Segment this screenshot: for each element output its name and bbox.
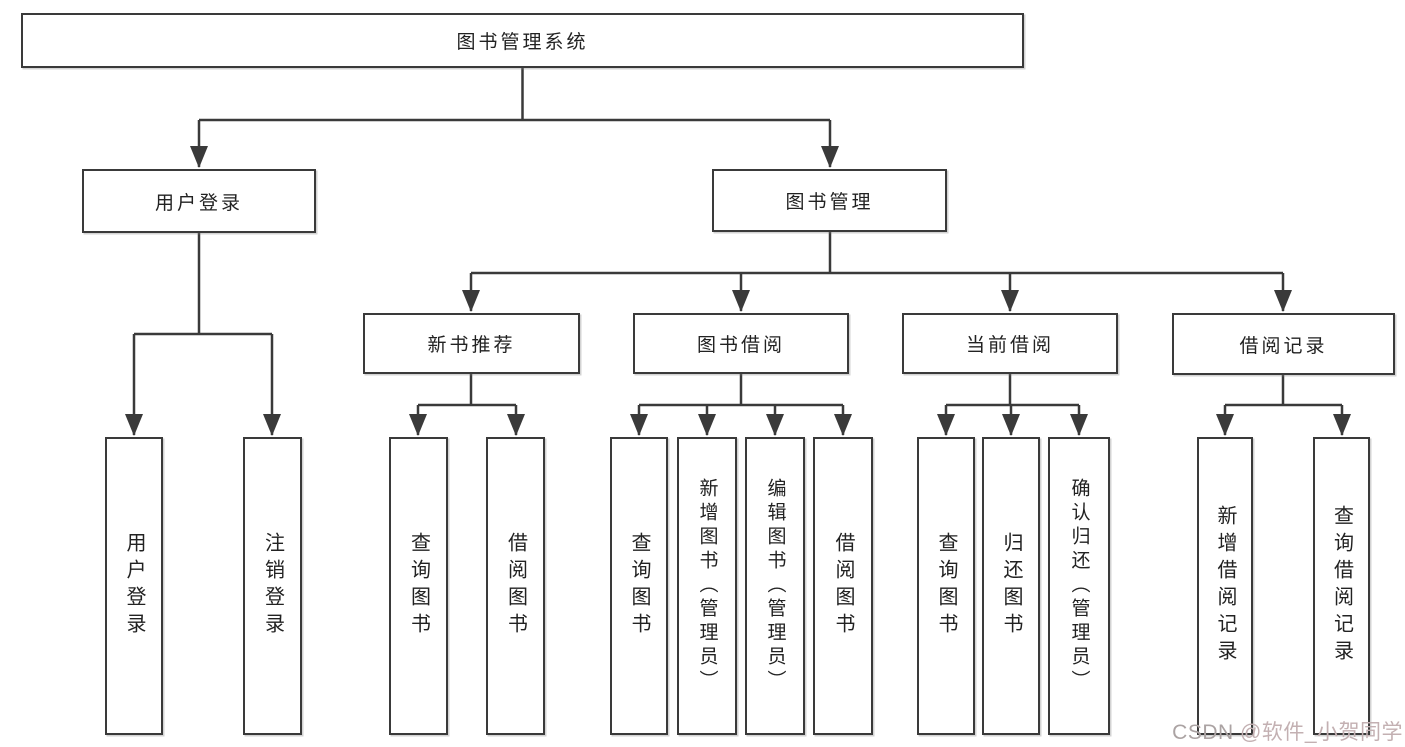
node-label: 确认归还（管理员） — [1068, 478, 1090, 694]
node-label: 当前借阅 — [965, 335, 1054, 356]
leaf-add-borrow-record: 新增借阅记录 — [1197, 437, 1253, 735]
branch-book-management — [471, 232, 1283, 275]
node-label: 归还图书 — [1000, 532, 1022, 640]
node-book-borrow: 图书借阅 — [633, 313, 849, 374]
node-book-management: 图书管理 — [712, 169, 947, 232]
branch-current-borrow — [946, 374, 1079, 407]
node-label: 查询图书 — [935, 532, 957, 640]
node-label: 新增图书（管理员） — [696, 478, 718, 694]
leaf-confirm-return-admin: 确认归还（管理员） — [1048, 437, 1110, 735]
node-label: 编辑图书（管理员） — [764, 478, 786, 694]
leaf-borrow-books-recommend: 借阅图书 — [486, 437, 545, 735]
leaf-query-books-current: 查询图书 — [917, 437, 975, 735]
leaf-return-books: 归还图书 — [982, 437, 1040, 735]
branch-root — [199, 68, 830, 122]
branch-user-login — [134, 233, 272, 336]
node-library-management-system: 图书管理系统 — [21, 13, 1024, 68]
leaf-logout: 注销登录 — [243, 437, 302, 735]
branch-borrow-record — [1225, 374, 1342, 407]
node-borrow-record: 借阅记录 — [1172, 313, 1395, 375]
branch-new-book — [418, 374, 516, 407]
leaf-query-books-recommend: 查询图书 — [389, 437, 448, 735]
node-label: 新增借阅记录 — [1214, 505, 1236, 667]
node-label: 用户登录 — [123, 532, 145, 640]
node-label: 用户登录 — [154, 192, 243, 214]
leaf-add-books-admin: 新增图书（管理员） — [677, 437, 737, 735]
node-label: 图书管理系统 — [456, 32, 589, 53]
node-label: 查询图书 — [628, 532, 650, 640]
leaf-query-books-borrow: 查询图书 — [610, 437, 668, 735]
node-label: 图书管理 — [785, 192, 874, 213]
node-user-login: 用户登录 — [82, 169, 316, 233]
node-current-borrow: 当前借阅 — [902, 313, 1118, 374]
node-label: 注销登录 — [261, 532, 284, 640]
watermark-handle: @软件_小贺同学 — [1240, 721, 1403, 744]
node-label: 查询图书 — [407, 532, 430, 640]
node-label: 新书推荐 — [427, 335, 516, 356]
leaf-borrow-books: 借阅图书 — [813, 437, 873, 735]
csdn-watermark: CSDN @软件_小贺同学 — [1172, 716, 1403, 746]
branch-book-borrow — [639, 374, 843, 407]
leaf-user-login: 用户登录 — [105, 437, 163, 735]
node-label: 查询借阅记录 — [1330, 505, 1353, 667]
node-label: 借阅图书 — [832, 532, 854, 640]
node-label: 图书借阅 — [696, 335, 785, 356]
leaf-edit-books-admin: 编辑图书（管理员） — [745, 437, 805, 735]
node-label: 借阅记录 — [1239, 335, 1328, 357]
leaf-query-borrow-record: 查询借阅记录 — [1313, 437, 1370, 735]
node-label: 借阅图书 — [504, 532, 527, 640]
node-new-book-recommend: 新书推荐 — [363, 313, 580, 374]
watermark-prefix: CSDN — [1172, 721, 1240, 744]
